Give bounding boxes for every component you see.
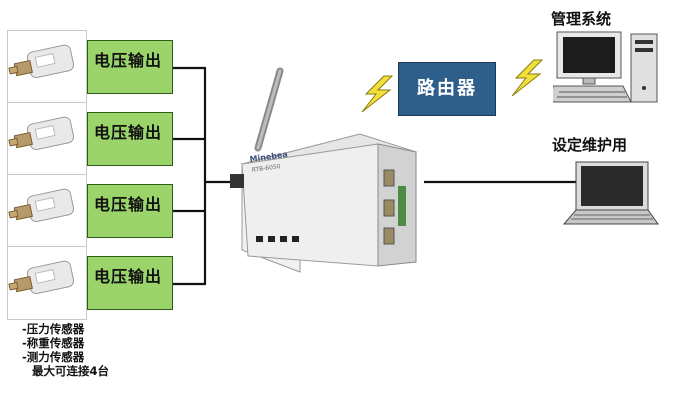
sensor-notes: -压力传感器 -称重传感器 -测力传感器 最大可连接4台 [22, 322, 109, 378]
wireless-signal-icon [511, 59, 544, 97]
voltage-output-label: 电压输出 [94, 267, 163, 286]
note-line: -称重传感器 [22, 336, 85, 350]
note-line: -测力传感器 [22, 350, 85, 364]
voltage-output-box: 电压输出 [87, 40, 173, 94]
laptop-icon [562, 161, 659, 225]
wireless-device-icon: Minebea RTB-6050 [230, 67, 418, 273]
router-box: 路由器 [398, 62, 496, 116]
pressure-sensor-image [7, 30, 87, 104]
pressure-sensor-image [7, 174, 87, 248]
note-line: 最大可连接4台 [32, 364, 110, 378]
management-system-label: 管理系统 [551, 10, 612, 28]
maintenance-label: 设定维护用 [552, 136, 628, 154]
voltage-output-label: 电压输出 [94, 123, 163, 142]
note-line: -压力传感器 [22, 322, 85, 336]
pressure-sensor-image [7, 246, 87, 320]
voltage-output-box: 电压输出 [87, 184, 173, 238]
voltage-output-label: 电压输出 [94, 195, 163, 214]
router-label: 路由器 [417, 78, 477, 99]
voltage-output-label: 电压输出 [94, 51, 163, 70]
voltage-output-box: 电压输出 [87, 112, 173, 166]
desktop-computer-icon [553, 31, 658, 103]
wireless-signal-icon [361, 75, 394, 113]
voltage-output-box: 电压输出 [87, 256, 173, 310]
device-model: RTB-6050 [251, 163, 281, 174]
pressure-sensor-image [7, 102, 87, 176]
